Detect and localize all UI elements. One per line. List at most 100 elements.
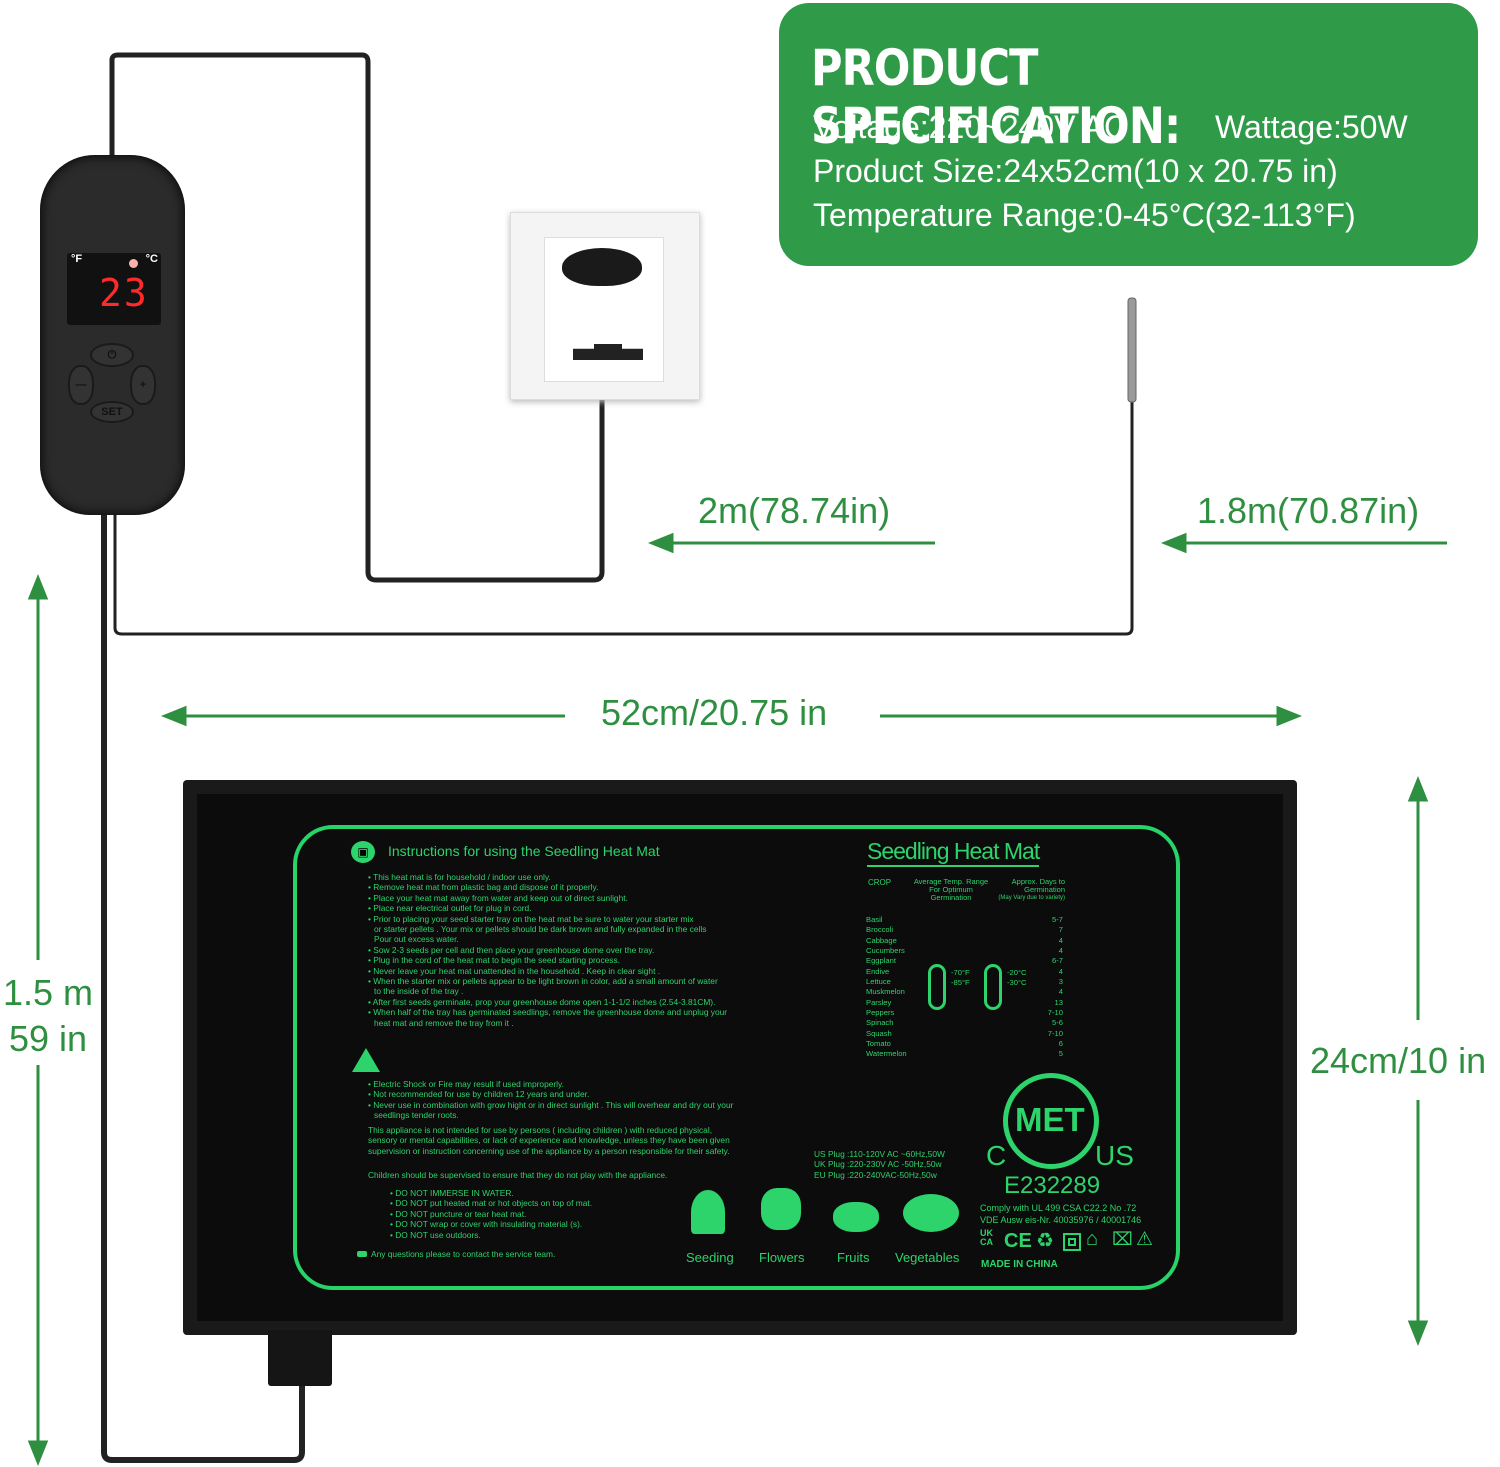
cert-vde: VDE Ausw eis-Nr. 40035976 / 40001746 xyxy=(980,1215,1142,1225)
vegetable-icon xyxy=(903,1194,959,1232)
list-item: • Place near electrical outlet for plug … xyxy=(368,903,532,914)
temp-f: -70°F-85°F xyxy=(951,968,970,989)
list-item: • DO NOT use outdoors. xyxy=(390,1229,481,1240)
spec-temperature: Temperature Range:0-45°C(32-113°F) xyxy=(813,197,1356,233)
instructions-title: Instructions for using the Seedling Heat… xyxy=(388,843,660,859)
appliance-note: This appliance is not intended for use b… xyxy=(368,1125,730,1156)
crop-name: Tomato xyxy=(866,1039,891,1049)
fahrenheit-indicator: °F xyxy=(71,253,83,265)
list-item: • DO NOT puncture or tear heat mat. xyxy=(390,1208,527,1219)
met-logo xyxy=(1003,1073,1099,1169)
category-icons: Seeding Flowers Fruits Vegetables xyxy=(683,1188,983,1268)
germination-days: 4 xyxy=(1058,946,1063,956)
crop-name: Parsley xyxy=(866,997,892,1007)
list-item: • Prior to placing your seed starter tra… xyxy=(368,913,694,924)
table-row: Squash 7-10 xyxy=(866,1029,1063,1039)
children-note: Children should be supervised to ensure … xyxy=(368,1170,668,1180)
list-item: US Plug :110-120V AC ~60Hz,50W xyxy=(814,1149,945,1159)
crop-name: Spinach xyxy=(866,1018,894,1028)
electric-hazard-icon: ⚠ xyxy=(1136,1229,1154,1250)
crop-name: Broccoli xyxy=(866,925,894,935)
table-row: Cucumbers 4 xyxy=(866,946,1063,956)
thermometer-f-icon xyxy=(928,964,946,1010)
list-item: • DO NOT IMMERSE IN WATER. xyxy=(390,1188,514,1198)
list-item: • When half of the tray has germinated s… xyxy=(368,1007,728,1018)
list-item: Pour out excess water. xyxy=(374,934,459,945)
ce-mark: CE xyxy=(1004,1230,1032,1252)
instructions-list: • This heat mat is for household / indoo… xyxy=(368,872,727,1028)
seedling-icon xyxy=(691,1190,725,1234)
crop-name: Eggplant xyxy=(866,956,896,966)
list-item: • When the starter mix or pellets appear… xyxy=(368,976,718,987)
product-specification-box: PRODUCT SPECIFICATION: Voltage:220~240V … xyxy=(779,3,1478,266)
category-vegetables: Vegetables xyxy=(895,1250,960,1265)
temp-c-low: -20°C xyxy=(1007,968,1027,977)
double-insulation-icon xyxy=(1061,1231,1083,1253)
germination-days: 7-10 xyxy=(1047,1028,1063,1038)
plus-button[interactable]: + xyxy=(130,365,156,405)
power-cord-length: 2m(78.74in) xyxy=(698,490,891,531)
probe-cord-length: 1.8m(70.87in) xyxy=(1197,490,1420,531)
controller-cord-length: 1.5 m 59 in xyxy=(0,970,96,1062)
wall-outlet xyxy=(510,212,700,400)
temperature-reading: 23 xyxy=(99,271,149,315)
list-item: sensory or mental capabilities, or lack … xyxy=(368,1135,730,1146)
contact-note: Any questions please to contact the serv… xyxy=(371,1249,556,1259)
temperature-controller: °F °C 23 ⏻ — + SET xyxy=(40,155,185,515)
mat-width: 52cm/20.75 in xyxy=(601,692,828,733)
met-text: MET xyxy=(1015,1101,1085,1138)
warnings-list: • Electric Shock or Fire may result if u… xyxy=(368,1079,733,1121)
list-item: • Never leave your heat mat unattended i… xyxy=(368,965,661,976)
cert-number: E232289 xyxy=(1004,1172,1101,1199)
cord-length-in: 59 in xyxy=(8,1018,88,1059)
made-in: MADE IN CHINA xyxy=(981,1259,1058,1270)
germination-days: 5-7 xyxy=(1052,915,1063,924)
indoor-use-icon: ⌂ xyxy=(1086,1228,1099,1250)
set-button[interactable]: SET xyxy=(90,401,134,423)
germination-days: 13 xyxy=(1054,997,1063,1007)
donts-list: • DO NOT IMMERSE IN WATER.• DO NOT put h… xyxy=(390,1188,592,1240)
list-item: • Sow 2-3 seeds per cell and then place … xyxy=(368,944,655,955)
temp-c: -20°C-30°C xyxy=(1007,968,1027,989)
message-icon xyxy=(357,1251,367,1257)
mat-cord-connector xyxy=(268,1330,332,1386)
category-fruits: Fruits xyxy=(837,1250,870,1265)
list-item: UK Plug :220-230V AC -50Hz,50w xyxy=(814,1159,942,1170)
germination-days: 4 xyxy=(1058,966,1063,976)
cert-comply: Comply with UL 499 CSA C22.2 No .72 xyxy=(980,1203,1137,1213)
spec-title: PRODUCT SPECIFICATION: xyxy=(811,39,1181,155)
crop-name: Cabbage xyxy=(866,935,897,945)
power-button[interactable]: ⏻ xyxy=(90,343,134,367)
celsius-led-icon xyxy=(129,259,138,268)
weee-bin-icon: ⌧ xyxy=(1112,1229,1133,1249)
list-item: • After first seeds germinate, prop your… xyxy=(368,996,716,1007)
list-item: • DO NOT wrap or cover with insulating m… xyxy=(390,1219,583,1230)
header-temp: Average Temp. Range For Optimum Germinat… xyxy=(913,877,989,902)
germination-days: 6-7 xyxy=(1052,956,1063,966)
list-item: heat mat and remove the tray from it . xyxy=(374,1017,514,1028)
spec-size: Product Size:24x52cm(10 x 20.75 in) xyxy=(813,153,1338,189)
minus-button[interactable]: — xyxy=(68,365,94,405)
list-item: • This heat mat is for household / indoo… xyxy=(368,872,551,882)
flower-icon xyxy=(761,1188,801,1230)
fruit-icon xyxy=(833,1202,879,1232)
header-days-note: (May Vary due to variety) xyxy=(998,895,1065,901)
list-item: • Plug in the cord of the heat mat to be… xyxy=(368,955,621,966)
crop-name: Endive xyxy=(866,966,890,976)
list-item: EU Plug :220-240VAC-50Hz,50w xyxy=(814,1169,937,1180)
crop-name: Cucumbers xyxy=(866,946,905,956)
crop-name: Squash xyxy=(866,1028,892,1038)
category-seeding: Seeding xyxy=(686,1250,734,1265)
list-item: to the inside of the tray . xyxy=(374,986,464,997)
list-item: seedlings tender roots. xyxy=(374,1110,459,1121)
probe-cord xyxy=(113,400,1134,636)
